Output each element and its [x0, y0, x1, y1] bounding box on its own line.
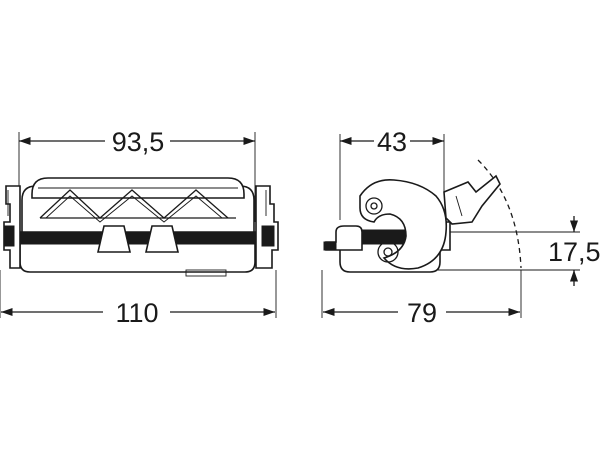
dimension-label: 110: [115, 298, 158, 328]
dimension-label: 79: [407, 298, 437, 328]
dimension-label: 93,5: [112, 127, 165, 157]
dimension-label: 43: [377, 127, 407, 157]
side-view: 43 79 17,5: [321, 127, 600, 328]
dimension-front-overall: 110: [1, 298, 275, 328]
swing-arc: [477, 159, 522, 269]
dimension-side-overall: 79: [323, 298, 520, 328]
side-housing: [323, 174, 501, 273]
dimension-label: 17,5: [548, 237, 600, 267]
dimension-side-top: 43: [340, 127, 444, 157]
dimension-side-height: 17,5: [548, 216, 600, 286]
front-view: 93,5 110: [0, 127, 279, 328]
front-housing: [3, 177, 279, 277]
dimension-front-top: 93,5: [19, 127, 255, 157]
